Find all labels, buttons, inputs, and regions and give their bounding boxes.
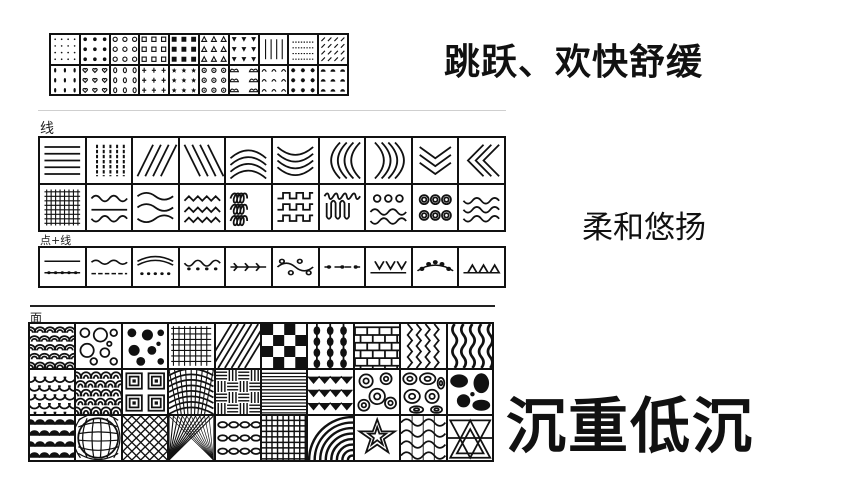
pattern-swatch xyxy=(225,184,272,231)
pattern-swatch xyxy=(178,184,226,231)
pattern-swatch xyxy=(261,323,308,369)
separator-line-dark xyxy=(30,305,495,307)
pattern-swatch xyxy=(178,137,226,184)
caption-light-cheerful: 跳跃、欢快舒缓 xyxy=(444,42,704,83)
pattern-swatch xyxy=(50,34,80,65)
pattern-swatch xyxy=(29,415,76,461)
pattern-swatch xyxy=(198,64,229,95)
pattern-swatch xyxy=(271,184,319,231)
pattern-swatch xyxy=(39,184,86,231)
pattern-swatch xyxy=(458,184,505,231)
pattern-swatch xyxy=(132,247,179,287)
dotline-section-label: 点+线 xyxy=(40,234,72,247)
pattern-swatch xyxy=(228,64,259,95)
pattern-swatch xyxy=(318,34,348,65)
pattern-swatch xyxy=(198,34,229,65)
pattern-swatch xyxy=(85,184,133,231)
pattern-swatch xyxy=(75,369,122,415)
pattern-swatch xyxy=(228,34,259,65)
pattern-swatch xyxy=(225,247,272,287)
pattern-swatch xyxy=(178,247,226,287)
pattern-swatch xyxy=(458,247,505,287)
pattern-swatch xyxy=(214,369,261,415)
pattern-swatch xyxy=(75,323,122,369)
pattern-swatch xyxy=(258,34,289,65)
pattern-swatch xyxy=(261,415,308,461)
pattern-swatch xyxy=(79,64,110,95)
pattern-swatch xyxy=(411,137,459,184)
separator-line xyxy=(38,110,506,111)
pattern-swatch xyxy=(446,415,493,461)
pattern-swatch xyxy=(400,323,447,369)
pattern-swatch xyxy=(168,415,215,461)
pattern-swatch xyxy=(169,34,199,65)
pattern-swatch xyxy=(139,34,170,65)
pattern-swatch xyxy=(271,247,319,287)
pattern-swatch xyxy=(168,369,215,415)
pattern-swatch xyxy=(365,137,412,184)
pattern-swatch xyxy=(271,137,319,184)
pattern-swatch xyxy=(411,184,459,231)
pattern-swatch xyxy=(225,137,272,184)
pattern-swatch xyxy=(288,64,319,95)
pattern-swatch xyxy=(29,369,76,415)
pattern-swatch xyxy=(109,64,140,95)
pattern-swatch xyxy=(168,323,215,369)
pattern-swatch xyxy=(121,369,169,415)
pattern-swatch xyxy=(318,247,366,287)
surface-pattern-grid xyxy=(28,322,494,462)
caption-heavy-deep: 沉重低沉 xyxy=(506,392,754,462)
pattern-swatch xyxy=(132,184,179,231)
caption-gentle-melodious: 柔和悠扬 xyxy=(582,210,706,246)
line-pattern-grid xyxy=(38,136,506,232)
pattern-swatch xyxy=(261,369,308,415)
pattern-swatch xyxy=(458,137,505,184)
pattern-swatch xyxy=(109,34,140,65)
pattern-swatch xyxy=(139,64,170,95)
pattern-swatch xyxy=(85,247,133,287)
pattern-swatch xyxy=(411,247,459,287)
pattern-swatch xyxy=(85,137,133,184)
pattern-swatch xyxy=(400,415,447,461)
pattern-swatch xyxy=(365,184,412,231)
pattern-swatch xyxy=(400,369,447,415)
pattern-swatch xyxy=(307,323,354,369)
pattern-swatch xyxy=(307,415,354,461)
pattern-swatch xyxy=(75,415,122,461)
pattern-swatch xyxy=(288,34,319,65)
pattern-swatch xyxy=(318,184,366,231)
pattern-swatch xyxy=(365,247,412,287)
pattern-swatch xyxy=(121,323,169,369)
surface-section-label: 面 xyxy=(30,311,43,325)
pattern-swatch xyxy=(79,34,110,65)
pattern-swatch xyxy=(214,323,261,369)
pattern-swatch xyxy=(169,64,199,95)
pattern-swatch xyxy=(318,64,348,95)
pattern-swatch xyxy=(258,64,289,95)
dotline-pattern-grid xyxy=(38,246,506,288)
pattern-swatch xyxy=(353,323,401,369)
pattern-swatch xyxy=(39,137,86,184)
pattern-swatch xyxy=(307,369,354,415)
pattern-swatch xyxy=(214,415,261,461)
pattern-swatch xyxy=(353,415,401,461)
pattern-swatch xyxy=(132,137,179,184)
dot-pattern-grid xyxy=(49,33,349,96)
pattern-swatch xyxy=(446,323,493,369)
line-section-label: 线 xyxy=(40,121,54,137)
pattern-swatch xyxy=(50,64,80,95)
pattern-swatch xyxy=(318,137,366,184)
pattern-swatch xyxy=(353,369,401,415)
pattern-swatch xyxy=(121,415,169,461)
pattern-swatch xyxy=(39,247,86,287)
pattern-swatch xyxy=(29,323,76,369)
pattern-swatch xyxy=(446,369,493,415)
